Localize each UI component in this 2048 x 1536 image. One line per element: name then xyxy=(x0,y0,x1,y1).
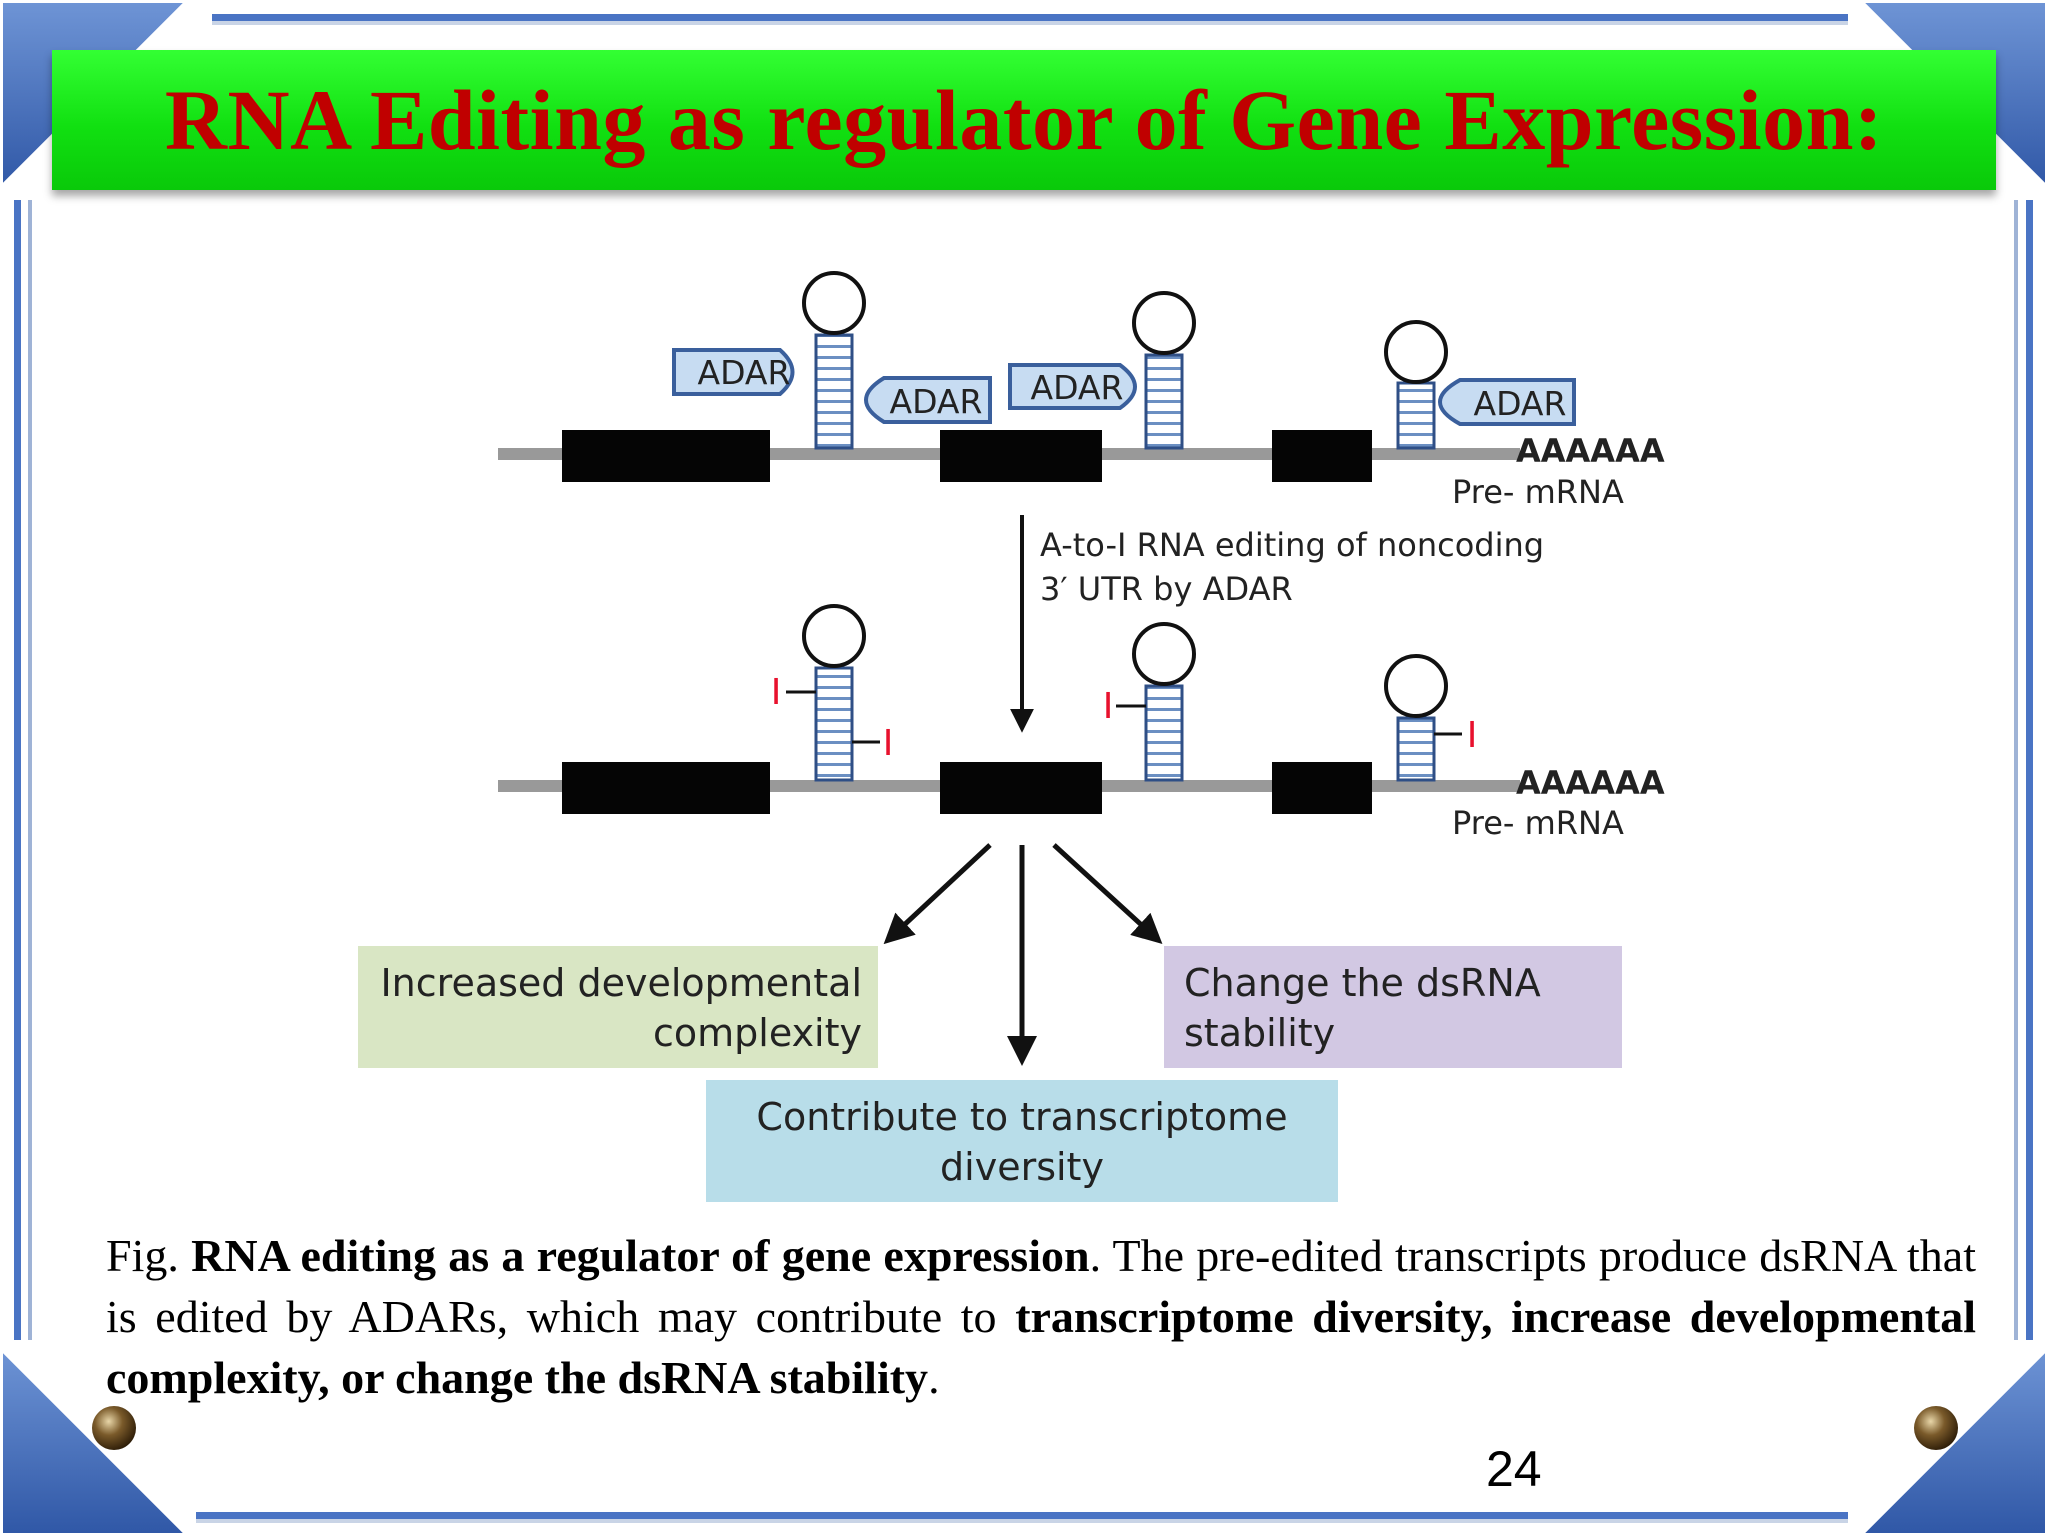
stem-loop-3-bottom xyxy=(1384,654,1448,782)
stem-loop-1-bottom xyxy=(802,604,866,782)
svg-text:I: I xyxy=(883,723,894,764)
outcome-transcriptome-diversity: Contribute to transcriptome diversity xyxy=(706,1080,1338,1202)
svg-text:I: I xyxy=(1103,686,1114,727)
inosine-marker-4: I xyxy=(1434,715,1477,756)
exon-3-bottom xyxy=(1272,762,1372,814)
outcome-developmental-complexity: Increased developmental complexity xyxy=(358,946,878,1068)
adar-label: ADAR xyxy=(1031,368,1124,407)
inosine-marker-3: I xyxy=(1103,686,1146,727)
title-banner: RNA Editing as regulator of Gene Express… xyxy=(52,50,1996,190)
figure-caption: Fig. RNA editing as a regulator of gene … xyxy=(106,1225,1976,1408)
polya-tail-bottom: AAAAAA xyxy=(1516,764,1665,802)
stem-loop-2-bottom xyxy=(1132,622,1196,782)
pre-mrna-unedited: ADAR ADAR ADAR ADAR AAAAAA Pre- mRNA xyxy=(498,271,1665,511)
exon-2-bottom xyxy=(940,762,1102,814)
adar-label: ADAR xyxy=(1474,384,1567,423)
page-number: 24 xyxy=(1486,1441,1542,1497)
svg-text:I: I xyxy=(1467,715,1478,756)
stem-loop-1-top xyxy=(802,271,866,450)
adar-label: ADAR xyxy=(698,353,791,392)
bronze-ball-left xyxy=(92,1406,136,1450)
adar-3: ADAR xyxy=(1008,363,1137,410)
caption-bold-outcomes: transcriptome diversity, increase develo… xyxy=(106,1291,1976,1403)
exon-1-bottom xyxy=(562,762,770,814)
caption-bold-title: RNA editing as a regulator of gene expre… xyxy=(191,1230,1090,1281)
editing-step-line2: 3′ UTR by ADAR xyxy=(1040,570,1293,608)
pre-mrna-edited: I I I I AAAAAA Pre- mRNA xyxy=(498,604,1665,842)
adar-label: ADAR xyxy=(890,382,983,421)
stem-loop-2-top xyxy=(1132,291,1196,450)
svg-text:I: I xyxy=(771,672,782,713)
exon-2-top xyxy=(940,430,1102,482)
editing-step-line1: A-to-I RNA editing of noncoding xyxy=(1040,526,1544,564)
caption-middle: . The pre-edited transcripts produce dsR… xyxy=(106,1230,1976,1342)
bronze-ball-right xyxy=(1914,1406,1958,1450)
caption-prefix: Fig. xyxy=(106,1230,192,1281)
polya-tail-top: AAAAAA xyxy=(1516,432,1665,470)
caption-suffix: . xyxy=(928,1352,940,1403)
exon-3-top xyxy=(1272,430,1372,482)
editing-step: A-to-I RNA editing of noncoding 3′ UTR b… xyxy=(1010,515,1544,733)
slide-title: RNA Editing as regulator of Gene Express… xyxy=(164,72,1884,168)
stem-loop-3-top xyxy=(1384,320,1448,450)
premrna-label-top: Pre- mRNA xyxy=(1452,473,1624,511)
adar-2: ADAR xyxy=(864,376,992,424)
outcome-arrows xyxy=(883,843,1163,1066)
inosine-marker-1: I xyxy=(771,672,816,713)
adar-4: ADAR xyxy=(1438,378,1576,426)
inosine-marker-2: I xyxy=(852,723,893,764)
adar-1: ADAR xyxy=(672,348,795,396)
outcome-dsrna-stability: Change the dsRNA stability xyxy=(1164,946,1622,1068)
exon-1-top xyxy=(562,430,770,482)
premrna-label-bottom: Pre- mRNA xyxy=(1452,804,1624,842)
